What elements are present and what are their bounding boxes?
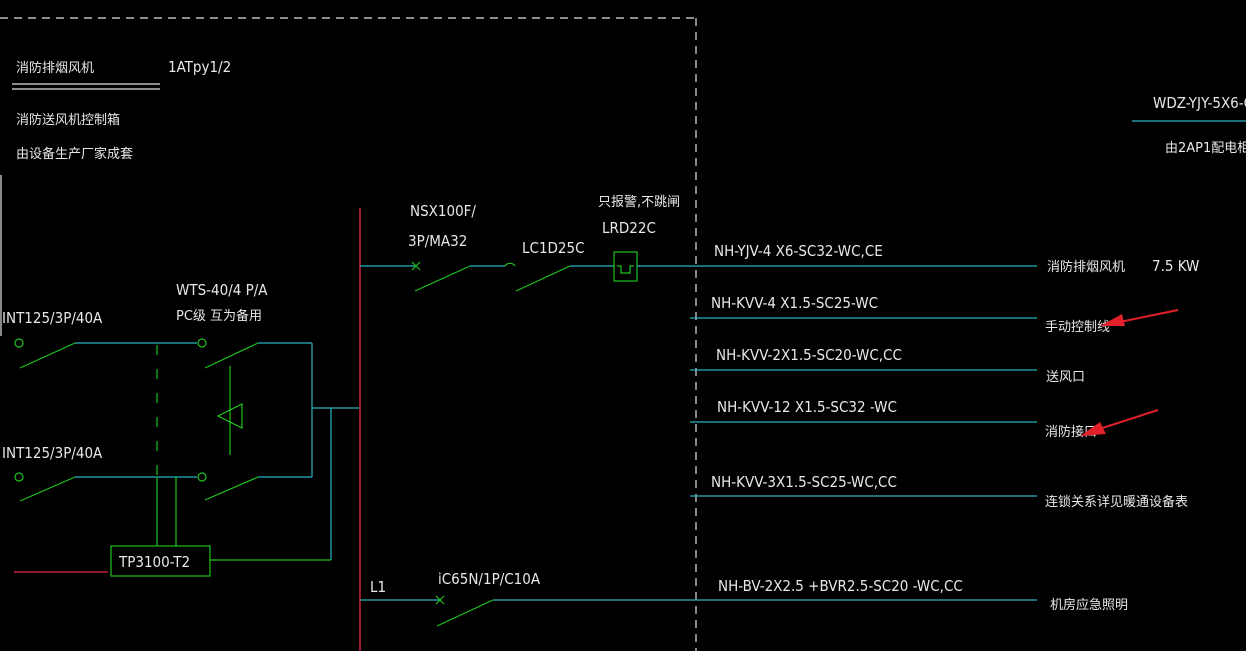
relay-label: LRD22C [602, 219, 656, 237]
circuit-5-cable: NH-KVV-3X1.5-SC25-WC,CC [711, 473, 897, 491]
contactor-label: LC1D25C [522, 239, 585, 257]
circuit-1-load: 消防排烟风机 [1047, 259, 1125, 275]
main-breaker-2-blade [19, 476, 76, 502]
ats-triangle [216, 403, 243, 429]
panel-note-1: 消防送风机控制箱 [16, 112, 120, 128]
main-breaker-2-label: INT125/3P/40A [2, 444, 103, 462]
tp-box [110, 545, 211, 577]
annotation-arrow-2-head [1080, 422, 1106, 436]
ats-desc-label: PC级 互为备用 [176, 308, 262, 324]
circuit-2-load: 手动控制线 [1045, 320, 1110, 335]
panel-code: 1ATpy1/2 [168, 58, 231, 76]
circuit-4-load: 消防接口 [1045, 424, 1097, 440]
ic65-label: iC65N/1P/C10A [438, 570, 541, 588]
circuit-6-load: 机房应急照明 [1050, 597, 1128, 613]
nsx-label-1: NSX100F/ [410, 202, 476, 220]
circuit-2-cable: NH-KVV-4 X1.5-SC25-WC [711, 294, 878, 312]
annotation-arrow-1-head [1100, 314, 1125, 326]
contactor-arc [504, 262, 516, 267]
panel-title: 消防排烟风机 [16, 60, 94, 76]
tp-label: TP3100-T2 [118, 553, 190, 571]
ic65-blade [436, 599, 494, 627]
panel-note-2: 由设备生产厂家成套 [16, 146, 133, 162]
incoming-cable-label: WDZ-YJY-5X6-CT [1153, 94, 1246, 112]
ats-model-label: WTS-40/4 P/A [176, 281, 268, 299]
nsx-blade [414, 265, 471, 292]
relay-note-label: 只报警,不跳闸 [598, 194, 680, 210]
circuit-3-cable: NH-KVV-2X1.5-SC20-WC,CC [716, 346, 902, 364]
l1-label: L1 [370, 578, 386, 596]
circuit-5-load: 连锁关系详见暖通设备表 [1045, 494, 1188, 510]
nsx-x-2 [411, 261, 421, 271]
circuit-4-cable: NH-KVV-12 X1.5-SC32 -WC [717, 398, 897, 416]
main-breaker-1-blade [19, 342, 76, 369]
main-breaker-1-label: INT125/3P/40A [2, 309, 103, 327]
ats-blade-1 [204, 342, 259, 369]
ic65-x-2 [435, 595, 445, 605]
ats-terminal-1 [197, 338, 207, 348]
circuit-1-power: 7.5 KW [1152, 257, 1199, 275]
circuit-1-cable: NH-YJV-4 X6-SC32-WC,CE [714, 242, 883, 260]
incoming-source-label: 由2AP1配电柜引来 [1165, 141, 1246, 156]
main-breaker-1-terminal [14, 338, 24, 348]
nsx-label-2: 3P/MA32 [408, 232, 467, 250]
circuit-3-load: 送风口 [1046, 370, 1085, 385]
relay-symbol [617, 265, 634, 274]
ats-blade-2 [204, 476, 259, 501]
contactor-blade [515, 265, 571, 292]
main-breaker-2-terminal [14, 472, 24, 482]
circuit-6-cable: NH-BV-2X2.5 +BVR2.5-SC20 -WC,CC [718, 577, 963, 595]
ats-terminal-2 [197, 472, 207, 482]
